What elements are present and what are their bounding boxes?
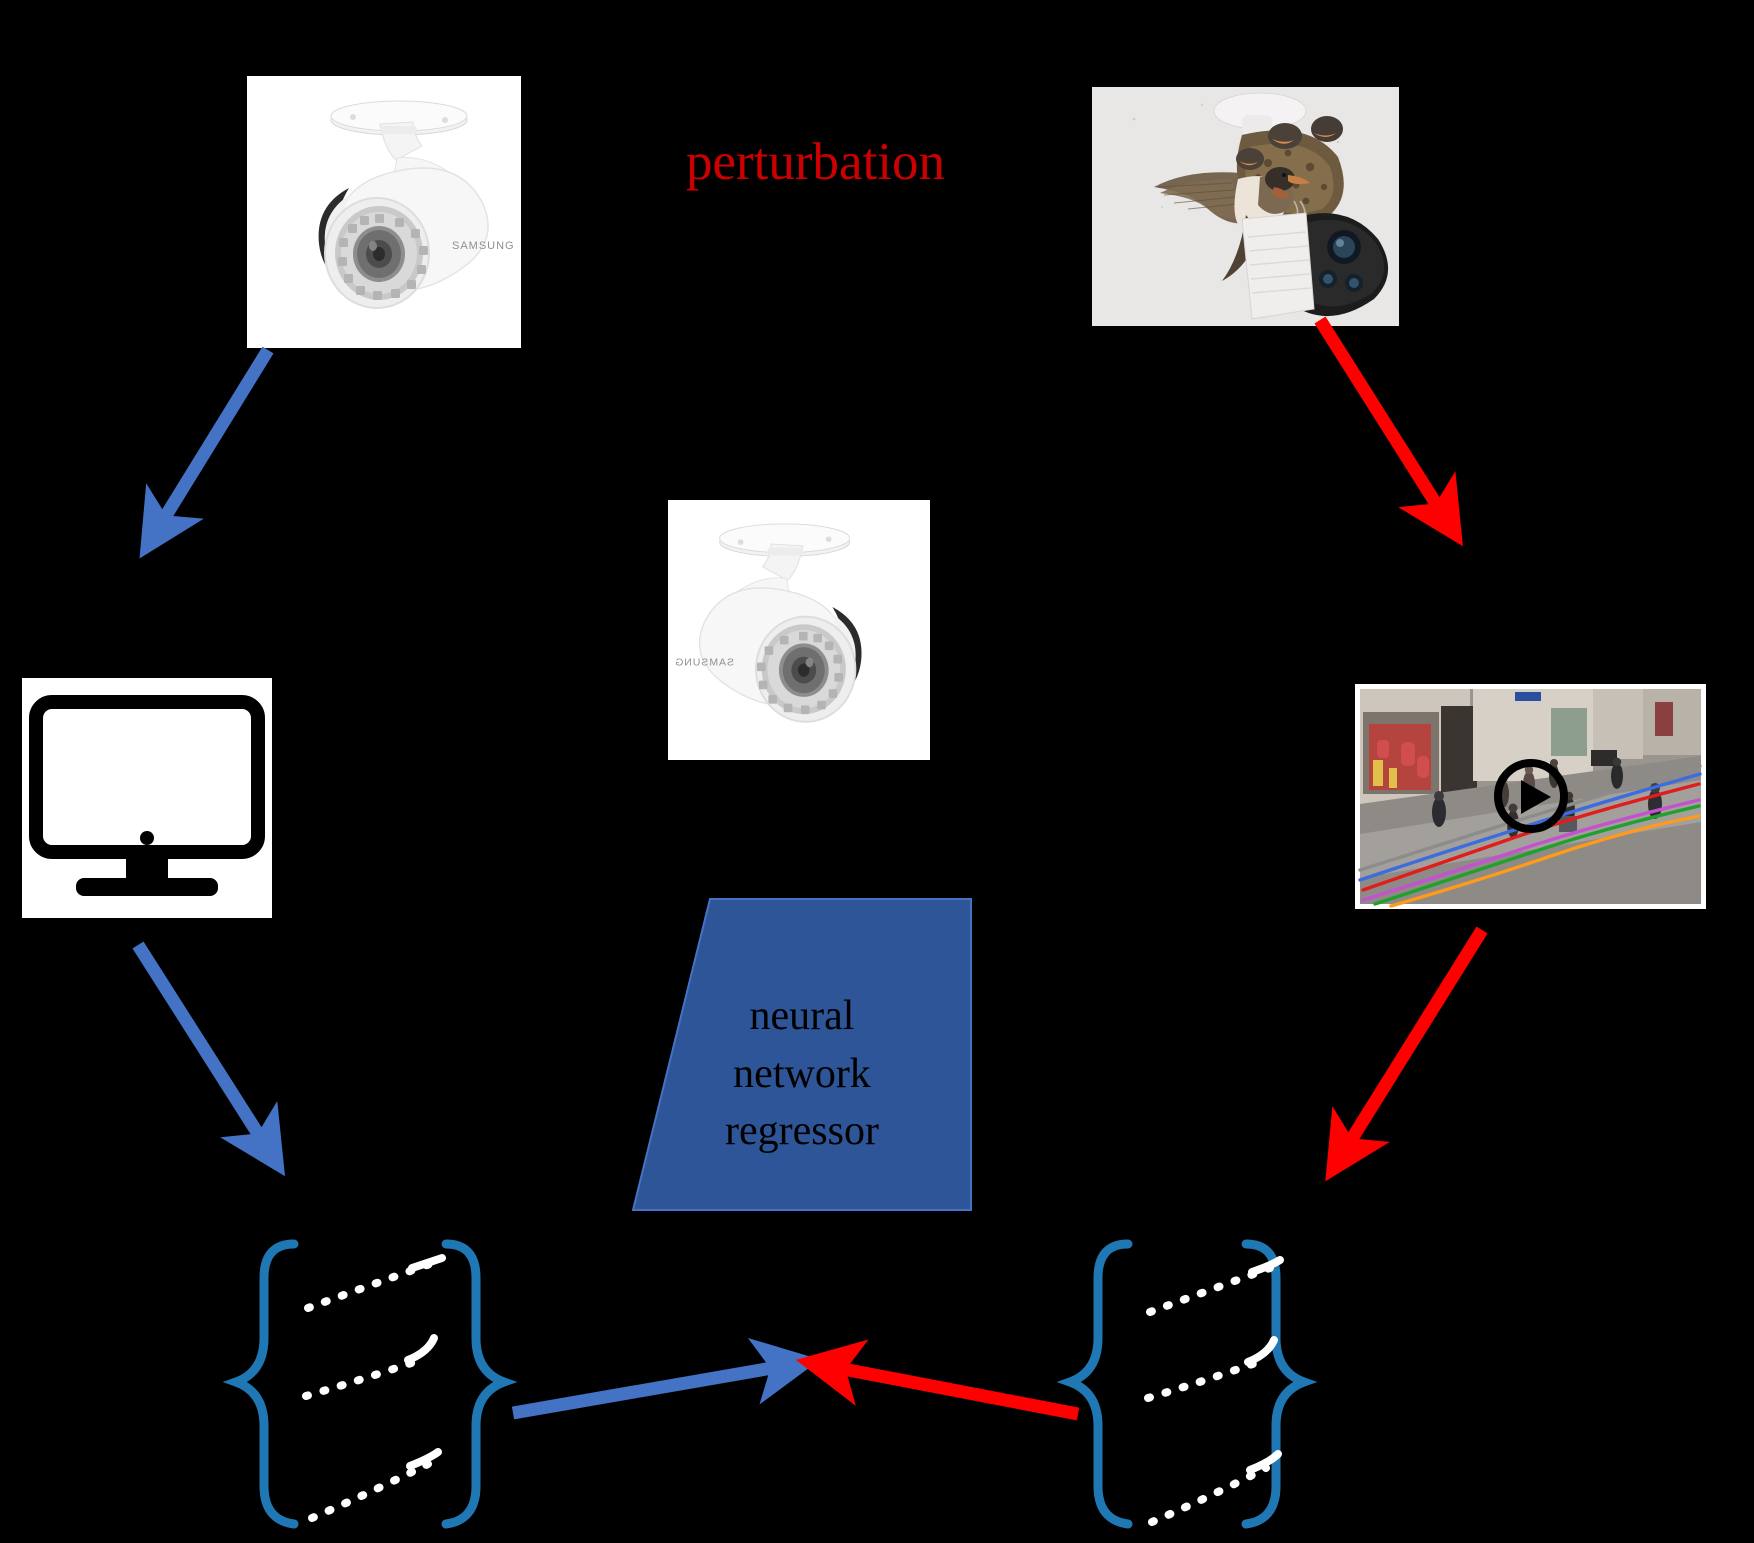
real-trajectory-set	[1056, 1239, 1318, 1529]
cctv-camera-icon: SAMSUNG	[247, 76, 521, 348]
curly-brace-left-close-icon	[441, 1239, 518, 1529]
arrow-camera-clean-to-monitor	[139, 346, 274, 559]
play-button-icon	[1494, 759, 1568, 833]
arrow-video-to-real-trajectories	[1325, 926, 1488, 1182]
security-camera-center-photo: SAMSUNG	[668, 500, 930, 760]
simulated-monitor-icon	[22, 678, 272, 918]
arrow-sim-trajectories-to-match	[511, 1337, 821, 1420]
cctv-camera-mirrored-icon: SAMSUNG	[668, 500, 930, 760]
security-camera-with-birds-photo	[1092, 87, 1399, 326]
svg-text:SAMSUNG: SAMSUNG	[674, 656, 734, 668]
perturbation-label: perturbation	[686, 133, 946, 191]
security-camera-clean-photo: SAMSUNG	[247, 76, 521, 348]
curly-brace-left-open-icon	[222, 1239, 299, 1529]
birds-on-camera-icon	[1092, 87, 1399, 326]
simulated-trajectory-set	[222, 1239, 518, 1529]
desktop-monitor-icon	[22, 678, 272, 918]
neural-network-regressor-block: neural network regressor	[631, 898, 972, 1211]
street-video-frame[interactable]	[1355, 684, 1706, 909]
svg-text:SAMSUNG: SAMSUNG	[452, 240, 515, 252]
trapezoid-shape	[631, 898, 972, 1211]
real-surveillance-video-player[interactable]	[1355, 684, 1706, 909]
arrow-birds-camera-to-video	[1314, 316, 1463, 547]
arrow-monitor-to-sim-trajectories	[132, 941, 286, 1177]
curly-brace-right-close-icon	[1241, 1239, 1318, 1529]
curly-brace-right-open-icon	[1056, 1239, 1133, 1529]
